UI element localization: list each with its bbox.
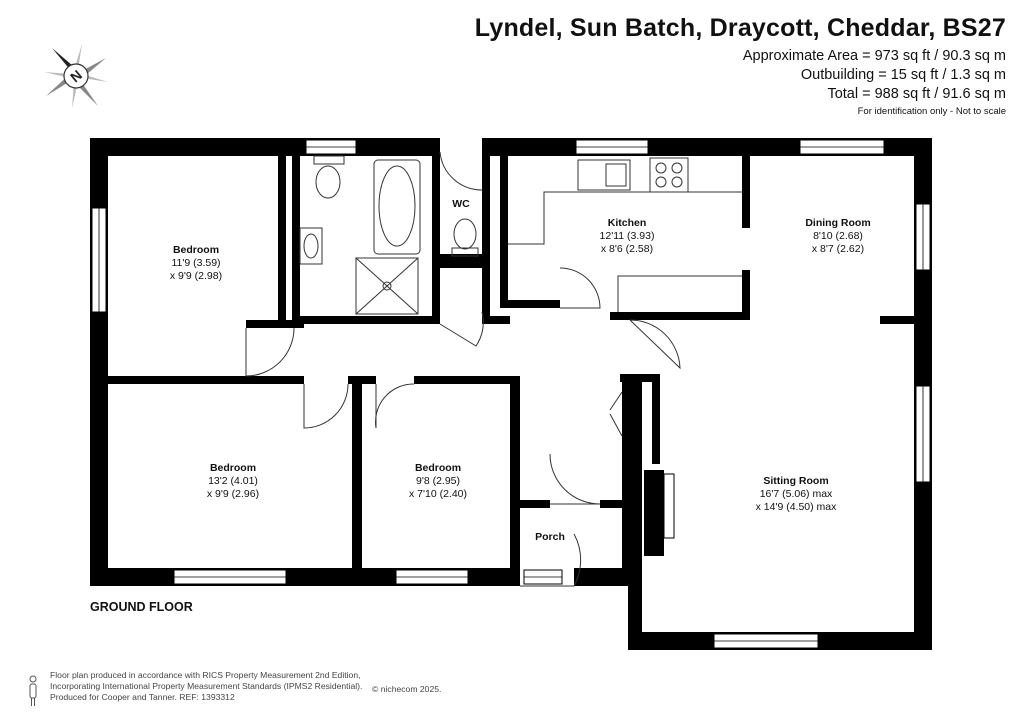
person-scale-icon xyxy=(29,675,37,706)
room-dining-name: Dining Room xyxy=(805,217,870,229)
room-sitting-name: Sitting Room xyxy=(763,475,828,487)
property-title: Lyndel, Sun Batch, Draycott, Cheddar, BS… xyxy=(474,14,1006,42)
footer-copyright: © nichecom 2025. xyxy=(372,684,442,694)
footer-line-2: Incorporating International Property Mea… xyxy=(50,681,363,692)
room-bedroom-s-dim1: 9'8 (2.95) xyxy=(416,475,460,487)
outbuilding-area: Outbuilding = 15 sq ft / 1.3 sq m xyxy=(800,67,1006,83)
footer-notes: Floor plan produced in accordance with R… xyxy=(50,670,362,704)
scale-disclaimer: For identification only - Not to scale xyxy=(857,106,1006,117)
room-bedroom-nw-dim2: x 9'9 (2.98) xyxy=(170,270,222,282)
room-bedroom-s-name: Bedroom xyxy=(415,462,461,474)
room-bedroom-s-dim2: x 7'10 (2.40) xyxy=(409,488,467,500)
total-area: Total = 988 sq ft / 91.6 sq m xyxy=(827,86,1006,102)
approximate-area: Approximate Area = 973 sq ft / 90.3 sq m xyxy=(742,48,1006,64)
room-porch-name: Porch xyxy=(535,531,565,543)
room-bedroom-nw-dim1: 11'9 (3.59) xyxy=(171,257,220,269)
floor-label: GROUND FLOOR xyxy=(90,600,193,614)
door-swings xyxy=(245,151,681,587)
room-bedroom-sw-name: Bedroom xyxy=(210,462,256,474)
room-dining-dim1: 8'10 (2.68) xyxy=(813,230,863,242)
bathroom-fixtures xyxy=(299,155,479,315)
room-wc-name: WC xyxy=(452,198,470,210)
kitchen-fixtures xyxy=(508,157,742,312)
compass-rose-icon: N xyxy=(44,44,108,108)
footer-line-3: Produced for Cooper and Tanner. REF: 139… xyxy=(50,692,235,703)
room-kitchen-name: Kitchen xyxy=(608,217,647,229)
room-kitchen-dim2: x 8'6 (2.58) xyxy=(601,243,653,255)
room-sitting-dim2: x 14'9 (4.50) max xyxy=(756,501,838,513)
room-sitting-dim1: 16'7 (5.06) max xyxy=(760,488,833,500)
window-glazing-lines xyxy=(98,146,924,642)
footer-line-1: Floor plan produced in accordance with R… xyxy=(50,670,361,680)
room-bedroom-sw-dim2: x 9'9 (2.96) xyxy=(207,488,259,500)
room-bedroom-nw-name: Bedroom xyxy=(173,244,219,256)
room-dining-dim2: x 8'7 (2.62) xyxy=(812,243,864,255)
room-bedroom-sw-dim1: 13'2 (4.01) xyxy=(208,475,258,487)
room-kitchen-dim1: 12'11 (3.93) xyxy=(600,230,655,242)
